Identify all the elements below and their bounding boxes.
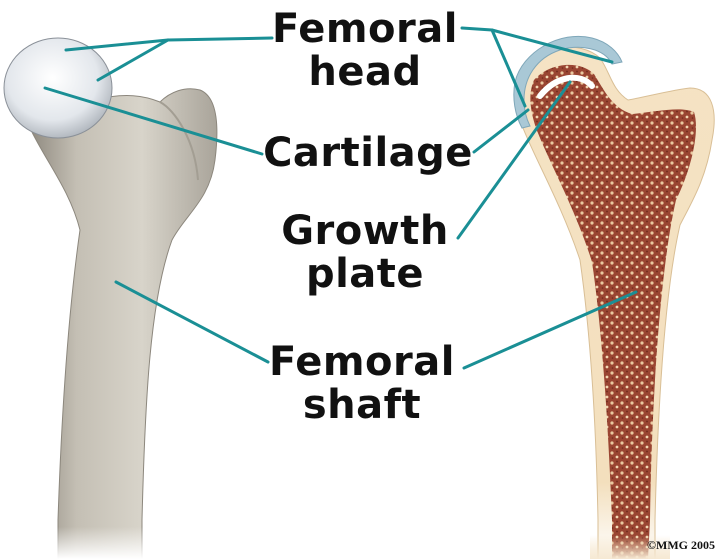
left-femoral-head: [4, 38, 112, 138]
label-femoral-shaft-line1: Femoral: [262, 341, 462, 384]
left-shaft-fade: [40, 430, 160, 559]
right-femur-section: [514, 36, 714, 559]
leader-femoral-head-left: [168, 38, 272, 40]
label-femoral-head-line2: head: [270, 51, 460, 94]
label-femoral-head: Femoral head: [270, 8, 460, 94]
label-cartilage: Cartilage: [258, 132, 478, 175]
leader-cartilage-right: [474, 110, 528, 152]
label-growth-plate-line1: Growth: [270, 210, 460, 253]
label-cartilage-text: Cartilage: [258, 132, 478, 175]
label-growth-plate-line2: plate: [270, 253, 460, 296]
label-growth-plate: Growth plate: [270, 210, 460, 296]
leader-femoral-head-right: [462, 28, 492, 30]
label-femoral-head-line1: Femoral: [270, 8, 460, 51]
left-femur-external: [4, 38, 217, 559]
copyright-text: ©MMG 2005: [647, 538, 715, 553]
leader-femoral-head-right-b: [492, 30, 525, 106]
label-femoral-shaft: Femoral shaft: [262, 341, 462, 427]
label-femoral-shaft-line2: shaft: [262, 384, 462, 427]
